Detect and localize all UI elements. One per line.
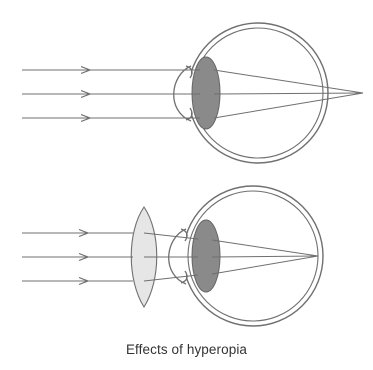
refracted-ray — [214, 70, 363, 93]
refracted-ray — [214, 93, 363, 94]
refracted-ray — [214, 93, 363, 118]
uncorrected-eye-panel — [22, 23, 363, 163]
refracted-ray — [212, 256, 318, 274]
corrected-eye-panel — [22, 186, 323, 326]
refracted-ray — [212, 240, 318, 256]
figure-caption: Effects of hyperopia — [0, 342, 373, 357]
refracted-ray — [212, 256, 318, 257]
eye-lens — [192, 220, 220, 292]
